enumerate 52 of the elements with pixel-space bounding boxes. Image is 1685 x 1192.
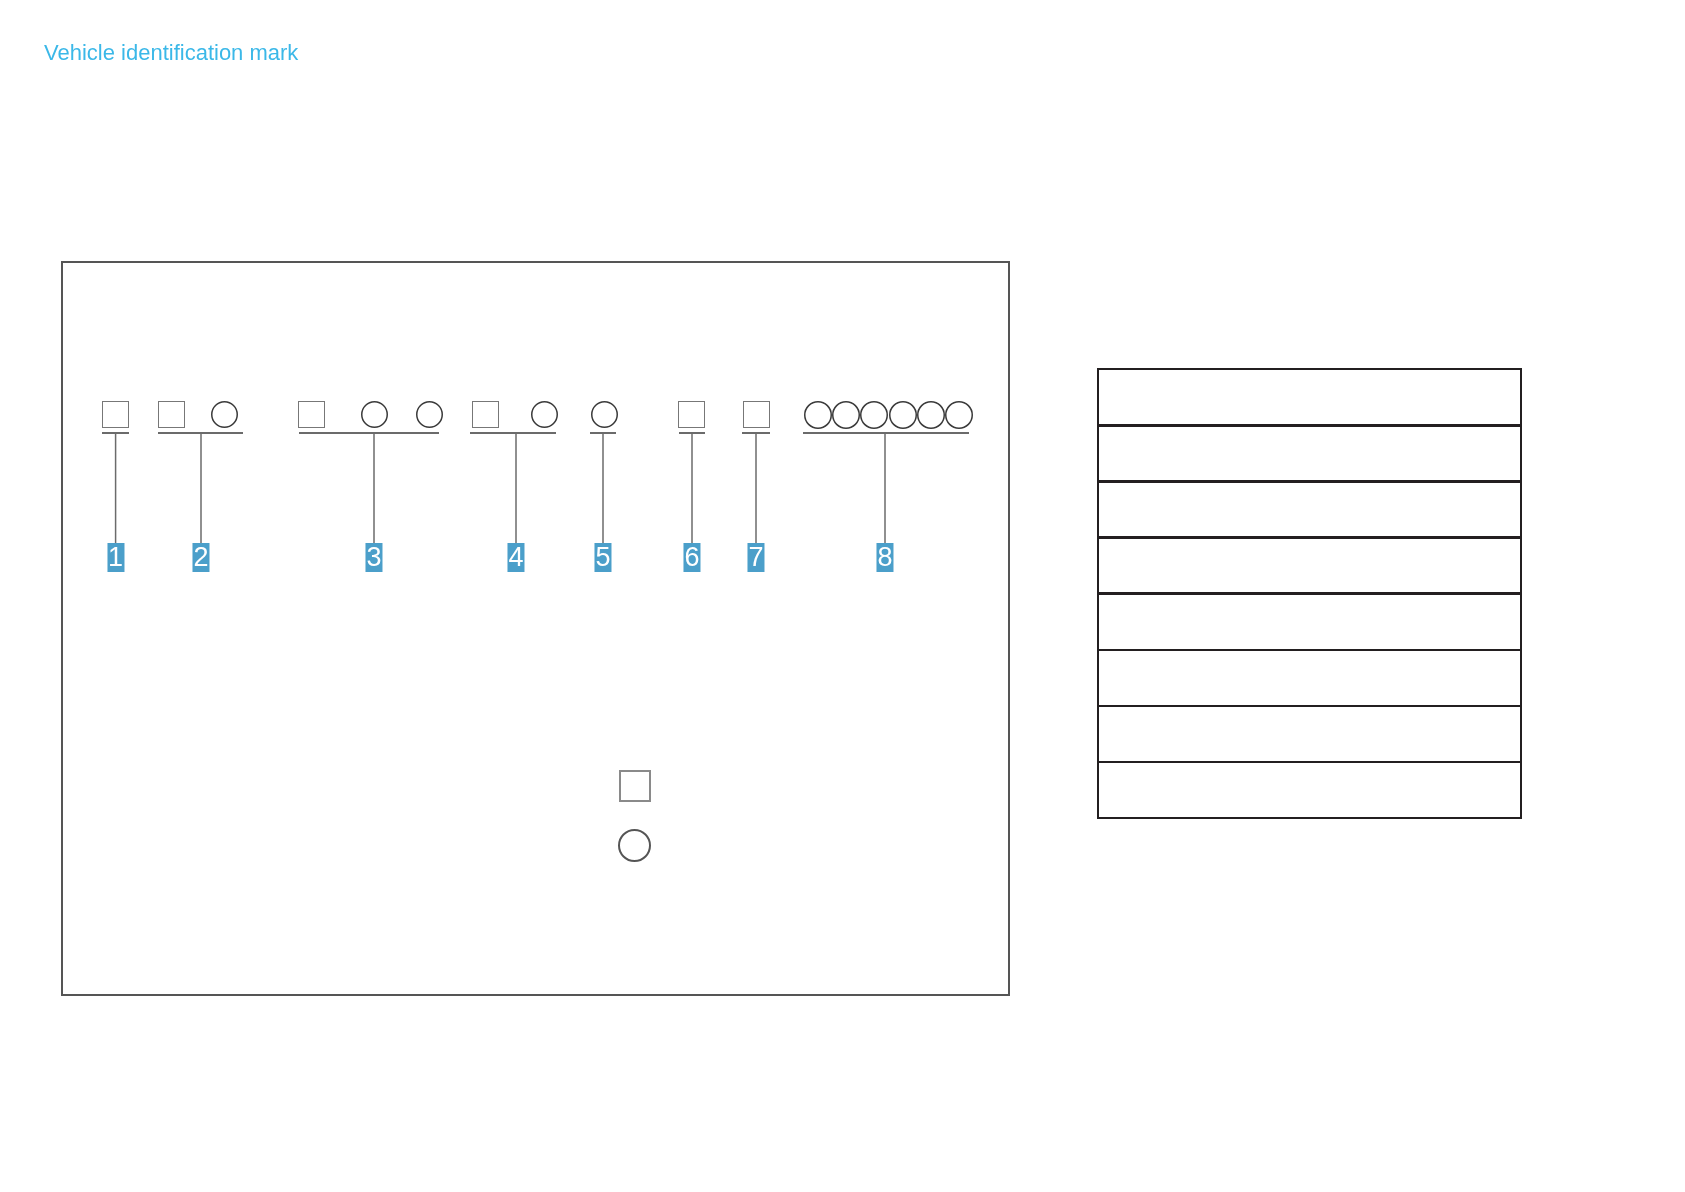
square-placeholder xyxy=(158,401,185,428)
square-placeholder xyxy=(678,401,705,428)
bracket-line xyxy=(470,432,556,434)
circle-placeholder xyxy=(591,401,618,428)
circle-placeholder xyxy=(804,401,832,429)
answer-box xyxy=(1097,536,1522,595)
answer-box xyxy=(1097,480,1522,539)
circle-placeholder xyxy=(416,401,443,428)
leader-line xyxy=(602,433,604,544)
circle-placeholder xyxy=(945,401,973,429)
answer-box xyxy=(1097,648,1522,708)
bracket-line xyxy=(102,432,129,434)
circle-placeholder xyxy=(531,401,558,428)
leader-line xyxy=(114,433,117,544)
answer-box xyxy=(1097,424,1522,483)
circle-placeholder xyxy=(361,401,388,428)
answer-box xyxy=(1097,760,1522,820)
leader-line xyxy=(515,433,517,544)
leader-line xyxy=(691,433,693,544)
title: Vehicle identification mark xyxy=(44,39,299,67)
callout-number: 5 xyxy=(594,543,612,572)
leader-line xyxy=(755,433,757,544)
circle-placeholder xyxy=(860,401,889,429)
circle-placeholder xyxy=(888,401,917,429)
bracket-line xyxy=(590,432,616,434)
callout-number: 1 xyxy=(107,543,125,572)
answer-box xyxy=(1097,368,1522,427)
square-symbol xyxy=(619,770,651,802)
square-placeholder xyxy=(102,401,129,428)
callout-number: 8 xyxy=(876,543,894,572)
circle-placeholder xyxy=(211,401,238,428)
diagram-frame xyxy=(61,261,1010,996)
square-placeholder xyxy=(472,401,499,428)
callout-number: 7 xyxy=(747,543,765,572)
circle-placeholder xyxy=(916,401,945,429)
callout-number: 2 xyxy=(192,543,210,572)
callout-number: 4 xyxy=(507,543,525,572)
bracket-line xyxy=(679,432,705,434)
bracket-line xyxy=(158,432,243,434)
leader-line xyxy=(373,433,375,544)
bracket-line xyxy=(742,432,770,434)
callout-number: 6 xyxy=(683,543,701,572)
circle-symbol xyxy=(618,829,651,862)
square-placeholder xyxy=(298,401,325,428)
square-placeholder xyxy=(743,401,770,428)
bracket-line xyxy=(299,432,439,434)
circle-placeholder xyxy=(832,401,861,429)
callout-number: 3 xyxy=(365,543,383,572)
bracket-line xyxy=(803,432,969,434)
leader-line xyxy=(200,433,202,544)
answer-box xyxy=(1097,592,1522,651)
answer-box xyxy=(1097,704,1522,764)
